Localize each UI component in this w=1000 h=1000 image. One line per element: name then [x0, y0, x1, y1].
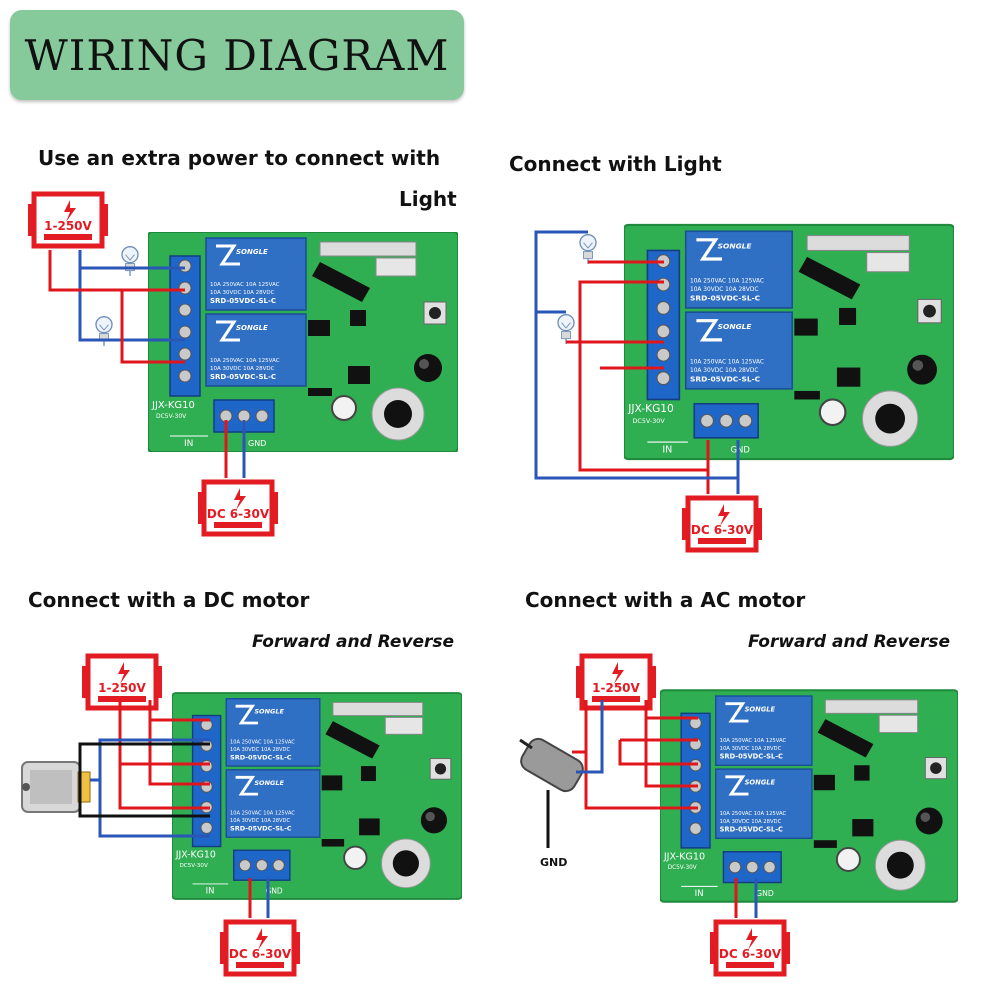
title-banner: WIRING DIAGRAM — [10, 10, 464, 100]
dc-supply-2-label: DC 6-30V — [691, 523, 754, 537]
panel-3-diagram: 1-250V DC 6-30V — [21, 656, 462, 974]
panel-2-diagram: DC 6-30V — [534, 223, 954, 550]
ac-supply-4-label: 1-250V — [592, 681, 640, 695]
dc-supply-4-label: DC 6-30V — [719, 947, 782, 961]
light-bulb-icon — [557, 313, 575, 344]
panel-4-caption: Connect with a AC motor — [525, 588, 806, 612]
panel-1-caption: Use an extra power to connect with — [38, 146, 441, 170]
relay-board-4 — [660, 688, 958, 904]
panel-2-caption: Connect with Light — [509, 152, 722, 176]
light-bulb-icon — [121, 245, 139, 276]
panel-4-diagram: 1-250V DC 6-30V GND — [519, 656, 958, 974]
panel-1-caption-line2: Light — [399, 187, 457, 211]
relay-board-2 — [624, 223, 954, 461]
panel-3-caption: Connect with a DC motor — [28, 588, 310, 612]
relay-board-3 — [172, 691, 462, 901]
panel-1-diagram: 1-250V DC 6-30V — [28, 194, 458, 534]
ac-motor-icon — [519, 737, 584, 793]
dc-supply-1-label: DC 6-30V — [207, 507, 270, 521]
page-title: WIRING DIAGRAM — [24, 30, 450, 80]
ac-supply-3-label: 1-250V — [98, 681, 146, 695]
light-bulb-icon — [579, 233, 597, 264]
relay-board-1 — [148, 232, 458, 452]
light-bulb-icon — [95, 315, 113, 346]
dc-supply-3-label: DC 6-30V — [229, 947, 292, 961]
gnd-label: GND — [540, 856, 567, 869]
panel-3-subtitle: Forward and Reverse — [252, 632, 455, 652]
panel-4-subtitle: Forward and Reverse — [748, 632, 951, 652]
dc-motor-icon — [21, 761, 91, 813]
ac-supply-1-label: 1-250V — [44, 219, 92, 233]
